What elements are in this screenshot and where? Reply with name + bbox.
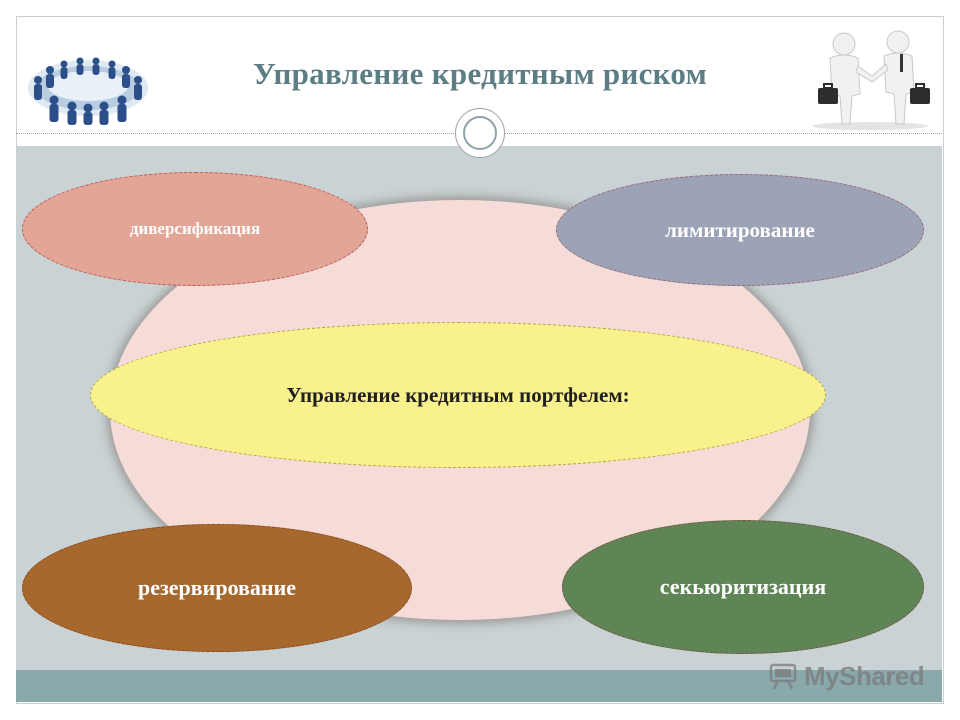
label-securitization: секьюритизация [659, 574, 827, 599]
oval-reserving: резервирование [22, 524, 412, 652]
presentation-board-icon [769, 663, 797, 690]
label-limiting: лимитирование [665, 217, 815, 242]
handshake-icon [812, 30, 930, 130]
oval-diversification: диверсификация [22, 172, 368, 286]
label-diversification: диверсификация [129, 219, 261, 238]
label-reserving: резервирование [137, 575, 297, 600]
watermark-text: MyShared [804, 660, 925, 691]
ring-ornament-icon [455, 108, 505, 158]
watermark: MyShared [768, 656, 938, 696]
oval-securitization: секьюритизация [562, 520, 924, 654]
label-portfolio-management: Управление кредитным портфелем: [286, 382, 630, 407]
oval-limiting: лимитирование [556, 174, 924, 286]
team-circle-icon [28, 57, 148, 125]
oval-portfolio-management: Управление кредитным портфелем: [90, 322, 826, 468]
slide-title: Управление кредитным риском [252, 56, 708, 91]
